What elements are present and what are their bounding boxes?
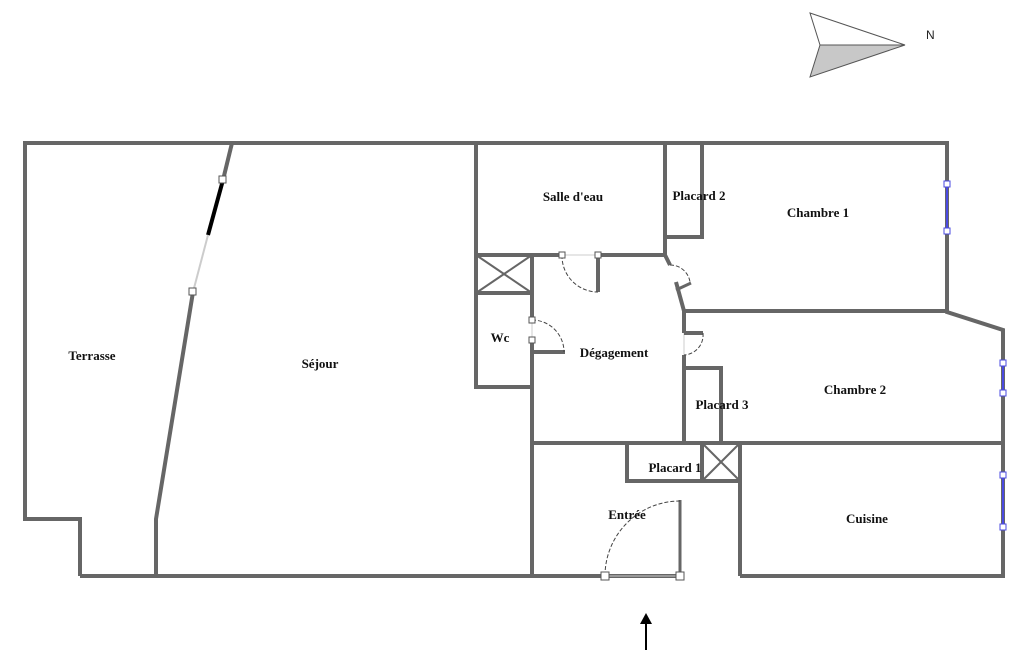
room-label-salle-deau: Salle d'eau (543, 189, 603, 204)
room-label-sejour: Séjour (302, 356, 339, 371)
compass: N (809, 12, 935, 78)
room-label-placard3: Placard 3 (695, 397, 749, 412)
room-label-entree: Entrée (608, 507, 646, 522)
room-label-wc: Wc (491, 330, 510, 345)
room-label-degagement: Dégagement (580, 345, 649, 360)
compass-needle-bottom (809, 44, 906, 78)
walls (23, 141, 1005, 581)
compass-needle-top (809, 12, 906, 46)
terrasse-divider (221, 142, 234, 181)
entry-door-hinge (600, 571, 610, 581)
windows (943, 180, 1007, 531)
room-label-placard1: Placard 1 (648, 460, 701, 475)
room-labels: Terrasse Séjour Salle d'eau Placard 2 Ch… (68, 188, 888, 526)
entrance-arrow (640, 613, 652, 650)
room-label-terrasse: Terrasse (68, 348, 115, 363)
compass-north-label: N (926, 28, 935, 42)
room-label-chambre1: Chambre 1 (787, 205, 849, 220)
room-label-chambre2: Chambre 2 (824, 382, 886, 397)
room-label-cuisine: Cuisine (846, 511, 888, 526)
room-label-placard2: Placard 2 (672, 188, 725, 203)
